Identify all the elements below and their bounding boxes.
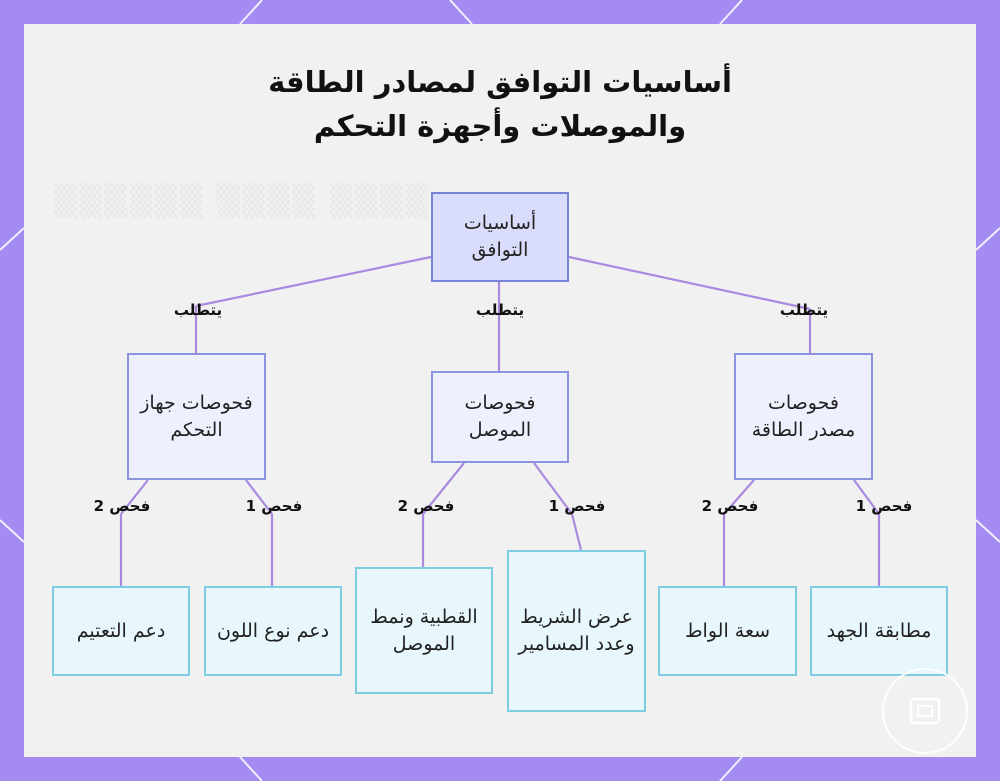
- connector-lines: [119, 255, 881, 586]
- node-controller-checks: فحوصات جهاز التحكم: [127, 353, 266, 480]
- edge-label-check2-connector: فحص 2: [397, 497, 455, 515]
- title-line-1: أساسيات التوافق لمصادر الطاقة: [268, 65, 732, 99]
- edge-label-check2-power: فحص 2: [701, 497, 759, 515]
- diagram-title: أساسيات التوافق لمصادر الطاقة والموصلات …: [24, 60, 976, 148]
- title-line-2: والموصلات وأجهزة التحكم: [313, 109, 687, 143]
- edge-label-check1-connector: فحص 1: [548, 497, 606, 515]
- edge-controller-color: [245, 479, 273, 515]
- node-connector-checks: فحوصات الموصل: [431, 371, 569, 463]
- edge-label-requires-controller: يتطلب: [173, 301, 223, 319]
- edge-controller-dimming: [120, 479, 149, 515]
- edge-root-power: [568, 255, 811, 311]
- edge-label-check2-controller: فحص 2: [93, 497, 151, 515]
- node-strip-width-pins: عرض الشريط وعدد المسامير: [507, 550, 646, 712]
- edge-power-wattage: [723, 479, 755, 515]
- node-power-checks: فحوصات مصدر الطاقة: [734, 353, 873, 480]
- edge-connector-strip-drop: [570, 513, 583, 551]
- logo-watermark-icon: [882, 668, 968, 754]
- edge-root-controller: [195, 255, 432, 308]
- edge-connector-polarity: [422, 462, 465, 515]
- node-root: أساسيات التوافق: [431, 192, 569, 282]
- diagram-panel: ▒▒▒▒▒▒ ▒▒▒▒ ▒▒▒▒ أساسيات التوافق لمصادر …: [24, 24, 976, 757]
- node-voltage-match: مطابقة الجهد: [810, 586, 948, 676]
- edge-label-requires-connector: يتطلب: [475, 301, 525, 319]
- node-dimming: دعم التعتيم: [52, 586, 190, 676]
- edge-label-check1-power: فحص 1: [855, 497, 913, 515]
- edge-connector-strip: [533, 462, 573, 515]
- node-color-type: دعم نوع اللون: [204, 586, 342, 676]
- node-wattage: سعة الواط: [658, 586, 797, 676]
- edge-power-voltage: [853, 479, 880, 515]
- edge-label-requires-power: يتطلب: [779, 301, 829, 319]
- edge-label-check1-controller: فحص 1: [245, 497, 303, 515]
- node-polarity-type: القطبية ونمط الموصل: [355, 567, 493, 694]
- background-texture: ▒▒▒▒▒▒ ▒▒▒▒ ▒▒▒▒: [54, 184, 430, 219]
